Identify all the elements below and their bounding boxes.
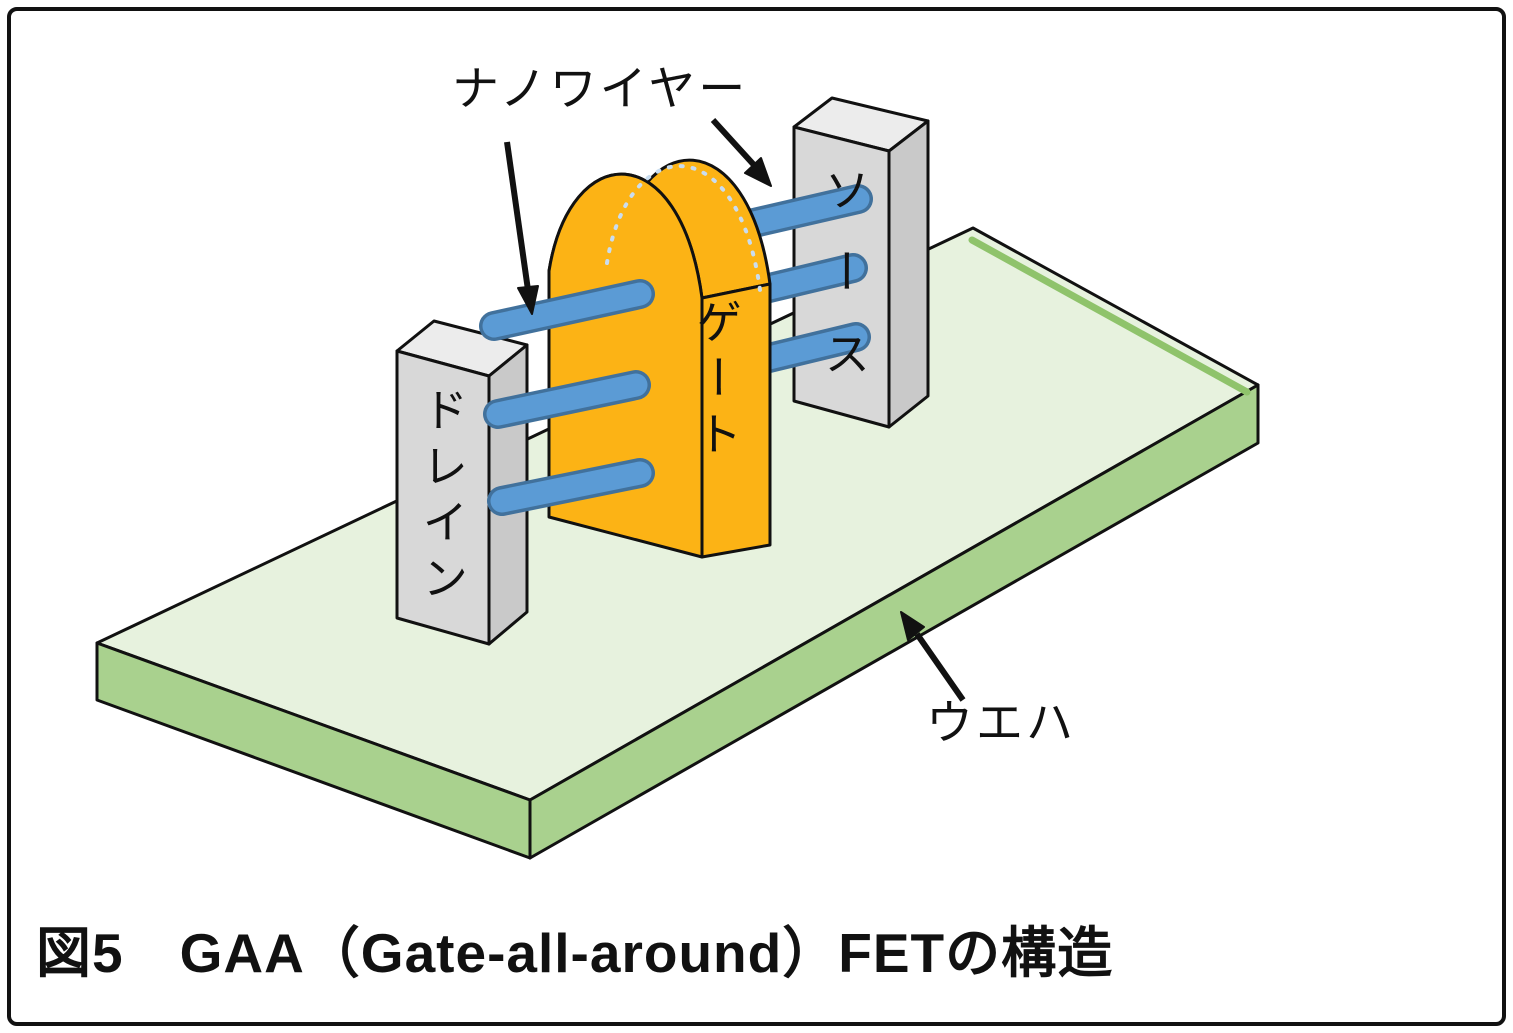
nanowires-left [479,279,655,516]
nanowire-left-3 [490,461,652,513]
drain-label: ドレイン [416,386,469,610]
gate-southwest-face [547,172,704,559]
gate [547,158,772,559]
source-label: ソース [818,166,871,412]
source-side-face [887,119,930,429]
nanowire-left-2 [486,373,648,426]
gate-label: ゲート [690,298,743,466]
figure-caption: 図5 GAA（Gate-all-around）FETの構造 [36,922,1114,984]
nanowire-arrow-left [504,141,539,315]
annotation-arrows [504,117,966,702]
nanowire-label: ナノワイヤー [452,62,749,115]
nanowire-arrow-right [710,117,772,187]
wafer-arrow [900,611,966,702]
wafer-label: ウエハ [926,696,1076,749]
wafer-front-side-face [528,383,1260,860]
nanowire-left-1 [482,282,652,338]
wafer-edge-highlight [968,236,1251,396]
gate-top-dotted-line [605,164,762,292]
drain-front-face [395,349,491,646]
